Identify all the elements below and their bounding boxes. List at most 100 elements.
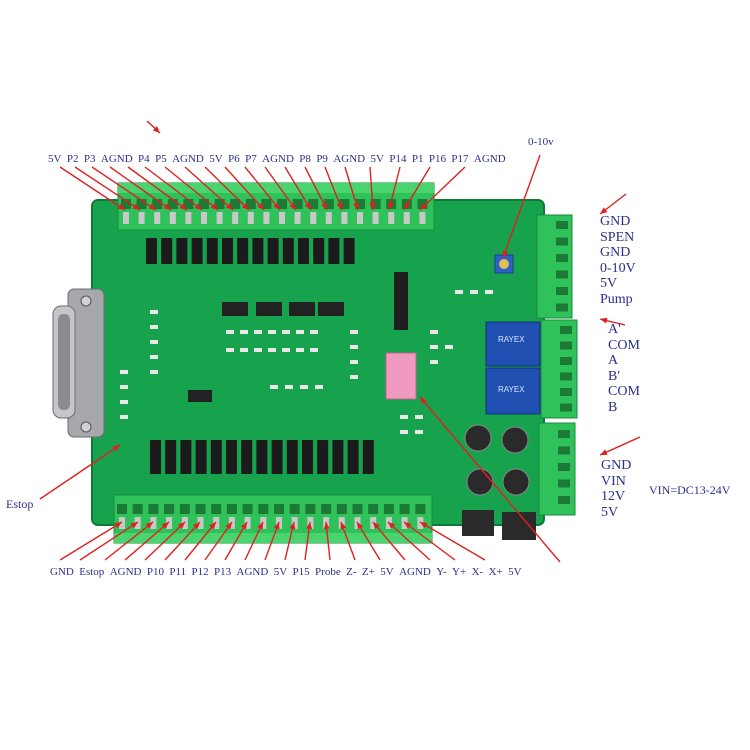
arrow-line xyxy=(388,166,401,211)
terminal-pin xyxy=(341,212,348,224)
bottom-pin-label: X+ xyxy=(488,566,503,578)
terminal-screw xyxy=(556,254,568,262)
bottom-pin-label: P12 xyxy=(191,566,209,578)
smd-resistor xyxy=(415,430,423,434)
spindle-pin-label: GND xyxy=(600,214,631,229)
arrow-head xyxy=(273,522,280,530)
smd-resistor xyxy=(150,355,158,359)
arrow-head xyxy=(600,449,608,455)
optocoupler xyxy=(222,238,233,264)
smd-resistor xyxy=(226,330,234,334)
arrow-line xyxy=(356,521,381,561)
smd-resistor xyxy=(310,348,318,352)
terminal-screw xyxy=(199,199,209,209)
optocoupler xyxy=(332,440,344,474)
terminal-pin xyxy=(216,212,223,224)
bottom-pin-label: AGND xyxy=(109,566,142,578)
smd-resistor xyxy=(400,415,408,419)
smd-resistor xyxy=(310,330,318,334)
terminal-screw xyxy=(289,504,300,514)
arrow-line xyxy=(184,521,217,561)
smd-resistor xyxy=(430,345,438,349)
arrow-line xyxy=(344,166,359,211)
arrow-head xyxy=(273,202,280,210)
smd-resistor xyxy=(120,370,128,374)
terminal-screw xyxy=(368,504,379,514)
top-pin-label: P4 xyxy=(138,153,150,165)
arrow-head xyxy=(321,202,327,210)
terminal-screw xyxy=(230,199,241,209)
arrow-head xyxy=(404,522,412,529)
terminal-screw xyxy=(261,199,272,209)
optocoupler xyxy=(282,238,294,264)
terminal-screw xyxy=(167,199,178,209)
potentiometer xyxy=(494,254,514,274)
top-pin-label: AGND xyxy=(262,153,294,165)
smd-resistor xyxy=(150,370,158,374)
arrow-head xyxy=(502,250,509,258)
top-pin-label: P14 xyxy=(389,153,407,165)
terminal-pin xyxy=(247,212,254,224)
arrow-head xyxy=(177,522,185,529)
arrow-line xyxy=(304,166,328,211)
optocoupler xyxy=(362,440,374,474)
annotation-arrows xyxy=(39,120,641,563)
arrow-line xyxy=(599,436,641,456)
terminal-pin xyxy=(197,517,204,529)
terminal-screw xyxy=(560,403,572,412)
terminal-pin xyxy=(372,212,379,224)
spindle-pin-label: 5V xyxy=(600,276,618,291)
terminal-screw xyxy=(558,446,570,455)
arrow-head xyxy=(132,203,140,210)
arrow-line xyxy=(369,166,374,211)
smd-resistor xyxy=(485,290,493,294)
bottom-pin-label: Probe xyxy=(315,566,341,578)
terminal-screw xyxy=(558,479,570,488)
terminal-screw xyxy=(245,199,256,209)
dip-switch xyxy=(385,352,417,400)
terminal-pin xyxy=(325,212,332,224)
terminal-pin xyxy=(403,212,410,224)
arrow-line xyxy=(244,521,264,561)
arrow-line xyxy=(164,521,201,561)
bottom-pin-label: Estop xyxy=(79,566,105,578)
terminal-pin xyxy=(357,212,363,224)
terminal-screw xyxy=(214,199,225,209)
terminal-pin xyxy=(279,212,285,224)
optocoupler xyxy=(286,440,298,474)
arrow-line xyxy=(224,521,248,561)
smd-resistor xyxy=(150,325,158,329)
terminal-screw xyxy=(399,504,410,514)
smd-resistor xyxy=(150,340,158,344)
terminal-pin xyxy=(417,517,424,529)
arrow-line xyxy=(372,521,406,561)
terminal-screw xyxy=(321,504,332,514)
optocoupler xyxy=(298,238,309,264)
arrow-head xyxy=(225,522,232,530)
power-terminal-block xyxy=(538,422,576,516)
terminal-pin xyxy=(291,517,298,529)
optocoupler-row-bottom xyxy=(150,440,374,474)
terminal-pin xyxy=(294,212,301,224)
arrow-line xyxy=(204,521,233,561)
smd-resistor xyxy=(282,348,290,352)
arrow-line xyxy=(184,166,234,211)
smd-resistor xyxy=(270,385,278,389)
arrow-head xyxy=(388,522,396,529)
relay-pin-label: A xyxy=(608,353,619,368)
arrow-head xyxy=(323,522,330,530)
top-pin-label: 5V xyxy=(209,153,223,165)
top-pin-label: AGND xyxy=(172,153,204,165)
arrow-head xyxy=(148,203,156,210)
arrow-line xyxy=(144,166,203,211)
arrow-head xyxy=(304,202,311,210)
terminal-pin xyxy=(263,212,270,224)
terminal-screw xyxy=(274,504,284,514)
optocoupler xyxy=(241,440,253,474)
terminal-screw xyxy=(117,504,127,514)
terminal-pin xyxy=(154,212,161,224)
terminal-screw xyxy=(560,326,572,334)
terminal-screw xyxy=(136,199,147,209)
arrow-line xyxy=(419,521,486,561)
